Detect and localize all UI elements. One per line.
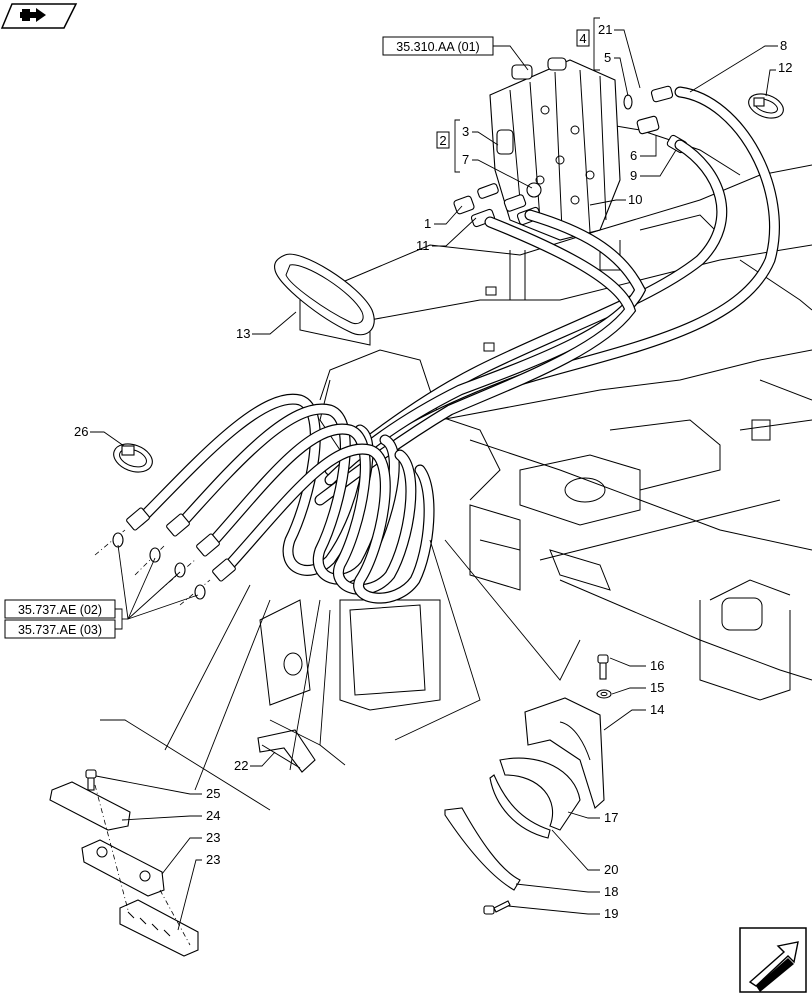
callout-22: 22 xyxy=(234,751,276,773)
callout-26: 26 xyxy=(74,424,125,447)
svg-text:22: 22 xyxy=(234,758,248,773)
callout-3: 3 xyxy=(462,124,499,146)
callout-8: 8 xyxy=(689,38,787,93)
group-box-2: 2 xyxy=(436,131,450,149)
svg-text:8: 8 xyxy=(780,38,787,53)
callout-20: 20 xyxy=(551,829,618,877)
callout-13: 13 xyxy=(236,311,297,341)
callout-1: 1 xyxy=(424,205,463,231)
upper-frame xyxy=(259,119,812,711)
svg-text:5: 5 xyxy=(604,50,611,65)
svg-text:18: 18 xyxy=(604,884,618,899)
svg-text:24: 24 xyxy=(206,808,220,823)
svg-text:19: 19 xyxy=(604,906,618,921)
hose-clamp-12 xyxy=(748,93,784,119)
callout-25: 25 xyxy=(95,775,220,801)
callout-7: 7 xyxy=(462,152,533,189)
clamp-band-18 xyxy=(444,807,521,891)
washer-15 xyxy=(596,689,612,699)
hose-ends xyxy=(94,507,236,606)
svg-text:12: 12 xyxy=(778,60,792,75)
svg-text:17: 17 xyxy=(604,810,618,825)
hose-clamp-26 xyxy=(113,443,153,473)
hose-routing xyxy=(314,86,780,506)
next-page-arrow-icon[interactable] xyxy=(739,927,807,993)
callout-14: 14 xyxy=(603,702,664,731)
callout-24: 24 xyxy=(121,808,220,823)
callout-9: 9 xyxy=(630,149,677,183)
callout-6: 6 xyxy=(630,135,657,163)
u-clip-22 xyxy=(257,729,316,773)
svg-text:35.737.AE (03): 35.737.AE (03) xyxy=(18,623,102,637)
svg-text:13: 13 xyxy=(236,326,250,341)
callout-23b: 23 xyxy=(177,852,220,931)
svg-text:11: 11 xyxy=(416,238,430,253)
svg-text:26: 26 xyxy=(74,424,88,439)
callout-16: 16 xyxy=(609,657,664,673)
hose-coils xyxy=(134,393,435,604)
svg-text:23: 23 xyxy=(206,852,220,867)
bolt-19 xyxy=(483,900,511,915)
callout-15: 15 xyxy=(611,680,664,695)
callout-19: 19 xyxy=(507,905,618,921)
svg-text:2: 2 xyxy=(439,133,446,148)
svg-text:21: 21 xyxy=(598,22,612,37)
clamp-half-23b xyxy=(119,899,199,957)
clamp-half-23a xyxy=(81,839,165,897)
callout-17: 17 xyxy=(567,810,618,825)
callout-10: 10 xyxy=(589,192,642,207)
svg-text:6: 6 xyxy=(630,148,637,163)
svg-text:16: 16 xyxy=(650,658,664,673)
oval-seal-ring xyxy=(274,253,375,336)
callout-23a: 23 xyxy=(161,830,220,875)
svg-text:9: 9 xyxy=(630,168,637,183)
svg-text:25: 25 xyxy=(206,786,220,801)
ref-hose-box-a[interactable]: 35.737.AE (02) xyxy=(4,599,116,619)
svg-text:15: 15 xyxy=(650,680,664,695)
ref-valve-box[interactable]: 35.310.AA (01) xyxy=(382,36,494,56)
bolt-16 xyxy=(597,654,609,680)
svg-text:4: 4 xyxy=(579,31,586,46)
bolt-25 xyxy=(85,769,97,791)
bracket-14 xyxy=(524,697,605,809)
svg-text:23: 23 xyxy=(206,830,220,845)
svg-text:14: 14 xyxy=(650,702,664,717)
svg-text:1: 1 xyxy=(424,216,431,231)
group-box-4: 4 xyxy=(576,29,590,47)
callout-18: 18 xyxy=(515,883,618,899)
callout-5: 5 xyxy=(604,50,629,97)
svg-text:20: 20 xyxy=(604,862,618,877)
plate-24 xyxy=(49,781,131,831)
svg-text:10: 10 xyxy=(628,192,642,207)
ref-hose-box-b[interactable]: 35.737.AE (03) xyxy=(4,619,116,639)
callout-12: 12 xyxy=(765,60,792,97)
callout-21: 21 xyxy=(598,22,641,89)
svg-text:35.310.AA (01): 35.310.AA (01) xyxy=(396,40,479,54)
control-valve xyxy=(489,57,621,241)
book-arrow-icon[interactable] xyxy=(0,3,78,29)
svg-text:35.737.AE (02): 35.737.AE (02) xyxy=(18,603,102,617)
clamp-band-20 xyxy=(489,757,581,839)
callout-11: 11 xyxy=(416,217,477,253)
svg-text:3: 3 xyxy=(462,124,469,139)
svg-text:7: 7 xyxy=(462,152,469,167)
